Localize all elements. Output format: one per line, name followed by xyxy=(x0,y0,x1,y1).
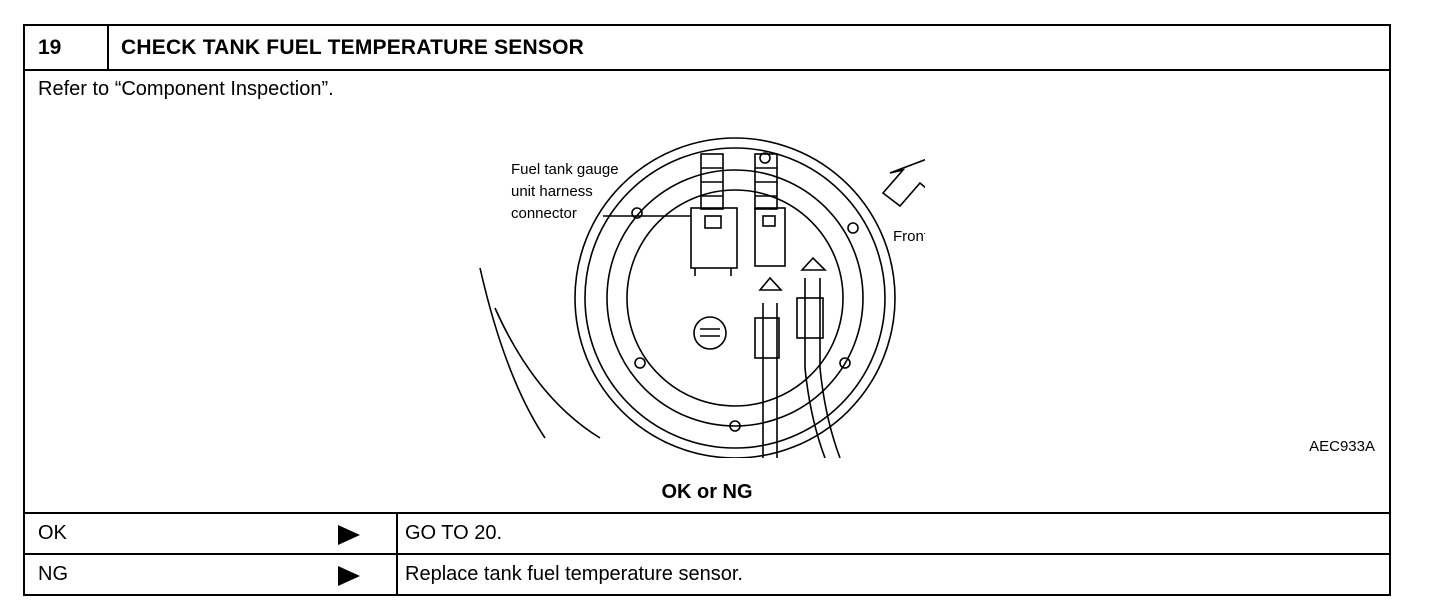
column-divider xyxy=(396,514,398,553)
instruction-text: Refer to “Component Inspection”. xyxy=(38,78,334,100)
result-row-ok: OK GO TO 20. xyxy=(25,512,1389,553)
step-number: 19 xyxy=(25,26,109,69)
front-direction-label: Front xyxy=(893,228,925,245)
play-arrow-icon xyxy=(338,566,360,586)
figure-label-line3: connector xyxy=(511,205,577,222)
column-divider xyxy=(396,555,398,594)
step-header: 19 CHECK TANK FUEL TEMPERATURE SENSOR xyxy=(25,26,1389,71)
figure-code: AEC933A xyxy=(1309,438,1375,455)
figure-label-line1: Fuel tank gauge xyxy=(511,161,619,178)
result-label: OK xyxy=(38,522,67,544)
result-heading: OK or NG xyxy=(661,481,753,503)
play-arrow-icon xyxy=(338,525,360,545)
result-row-ng: NG Replace tank fuel temperature sensor. xyxy=(25,553,1389,594)
step-title: CHECK TANK FUEL TEMPERATURE SENSOR xyxy=(121,36,584,59)
result-action: Replace tank fuel temperature sensor. xyxy=(405,563,743,585)
result-action: GO TO 20. xyxy=(405,522,503,544)
procedure-table: 19 CHECK TANK FUEL TEMPERATURE SENSOR Re… xyxy=(23,24,1391,596)
fuel-tank-gauge-unit-illustration: Fuel tank gauge unit harness connector F… xyxy=(479,137,925,458)
result-label: NG xyxy=(38,563,68,585)
figure-label-line2: unit harness xyxy=(511,183,593,200)
